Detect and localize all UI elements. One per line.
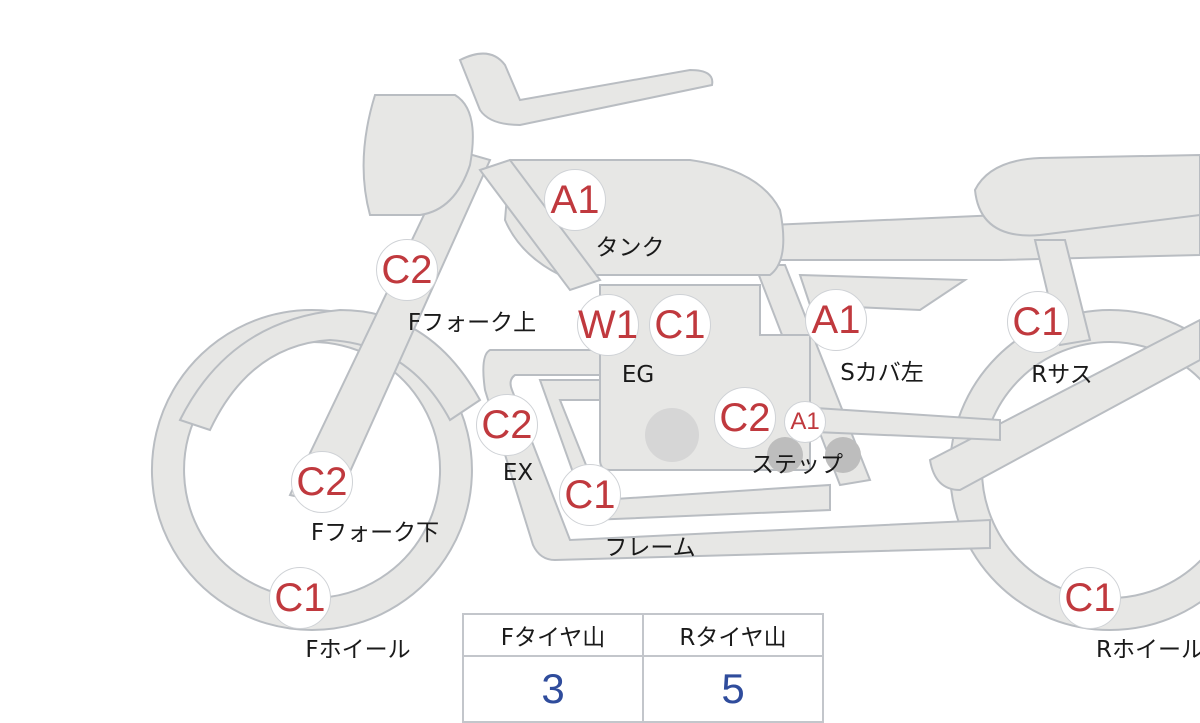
tank-label: タンク xyxy=(595,235,665,261)
tire-tread-table: Fタイヤ山 Rタイヤ山 3 5 xyxy=(462,613,824,723)
engine-c-grade-badge: C1 xyxy=(649,294,711,356)
step-c-grade-badge: C2 xyxy=(714,387,776,449)
front-tire-value: 3 xyxy=(462,655,644,723)
engine-w-grade-badge: W1 xyxy=(577,294,639,356)
exhaust-label: EX xyxy=(502,460,534,486)
front-wheel-grade-badge: C1 xyxy=(269,567,331,629)
front-wheel-label: Fホイール xyxy=(305,637,411,663)
side-cover-label: Sカバ左 xyxy=(840,360,924,386)
rear-wheel-label: Rホイール xyxy=(1096,637,1200,663)
frame-grade-badge: C1 xyxy=(559,464,621,526)
fork-lower-label: Fフォーク下 xyxy=(310,520,440,546)
front-tire-header: Fタイヤ山 xyxy=(462,613,644,657)
fork-lower-grade-badge: C2 xyxy=(291,451,353,513)
side-cover-grade-badge: A1 xyxy=(805,289,867,351)
exhaust-grade-badge: C2 xyxy=(476,394,538,456)
step-a-grade-badge: A1 xyxy=(784,401,826,443)
rear-suspension-grade-badge: C1 xyxy=(1007,291,1069,353)
step-label: ステップ xyxy=(751,452,843,478)
fork-upper-grade-badge: C2 xyxy=(376,239,438,301)
rear-tire-header: Rタイヤ山 xyxy=(642,613,824,657)
tank-grade-badge: A1 xyxy=(544,169,606,231)
rear-tire-value: 5 xyxy=(642,655,824,723)
fork-upper-label: Fフォーク上 xyxy=(407,310,537,336)
rear-wheel-grade-badge: C1 xyxy=(1059,567,1121,629)
engine-label: EG xyxy=(621,362,655,388)
rear-suspension-label: Rサス xyxy=(1031,362,1093,388)
frame-label: フレーム xyxy=(604,535,696,561)
